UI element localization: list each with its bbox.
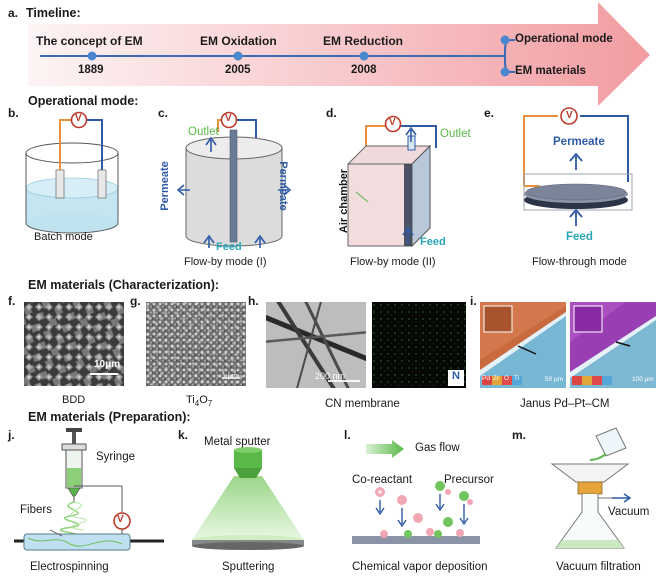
janus-element-zr: Zr [493, 375, 500, 382]
flowby1-meter-label: V [225, 113, 232, 124]
electrospinning-caption: Electrospinning [30, 561, 109, 573]
janus-element-o: O [504, 375, 510, 382]
janus-scale-1: 50 μm [545, 376, 564, 383]
flowby2-outlet-label: Outlet [440, 128, 471, 140]
timeline-event-3-year: 2008 [351, 64, 377, 76]
cvd-co-reactant-label: Co-reactant [352, 474, 413, 486]
cvd-diagram [352, 440, 480, 544]
flowthrough-caption: Flow-through mode [532, 256, 627, 268]
janus-element-ti: Ti [514, 375, 520, 382]
janus-map-2 [570, 302, 656, 388]
timeline-event-3-label: EM Reduction [323, 34, 403, 48]
sputtering-source-label: Metal sputter [204, 436, 271, 448]
electrospinning-syringe-label: Syringe [96, 451, 135, 463]
panel-letter-f: f. [8, 294, 16, 308]
batch-mode-diagram [25, 111, 119, 234]
flowby1-feed-label: Feed [216, 241, 242, 253]
timeline-title: Timeline: [26, 6, 81, 20]
timeline-branch-materials: EM materials [515, 65, 586, 77]
bdd-sem-image [24, 302, 124, 386]
ti4o7-caption-ti: Ti [186, 394, 195, 406]
timeline-branch-operational: Operational mode [515, 33, 613, 45]
bdd-caption: BDD [62, 394, 86, 406]
panel-letter-a: a. [8, 6, 19, 20]
cn-element-label: N [452, 370, 460, 382]
cn-element-map [372, 302, 466, 388]
flowby1-caption: Flow-by mode (I) [184, 256, 267, 268]
filtration-diagram [550, 427, 632, 549]
flowby1-permeate-right: Permeate [276, 161, 289, 211]
panel-letter-g: g. [130, 294, 141, 308]
cvd-precursor-label: Precursor [444, 474, 494, 486]
panel-letter-h: h. [248, 294, 259, 308]
flowthrough-meter-label: V [566, 110, 573, 121]
janus-map-1 [480, 302, 566, 388]
flowby2-feed-label: Feed [420, 236, 446, 248]
ti4o7-caption-sub4: 4 [194, 399, 200, 409]
panel-letter-l: l. [344, 428, 351, 442]
flowby1-diagram [176, 111, 292, 248]
janus-element-pd: Pd [482, 375, 490, 382]
flowthrough-permeate-label: Permeate [553, 136, 605, 148]
batch-mode-caption: Batch mode [34, 231, 93, 243]
timeline-event-2-label: EM Oxidation [200, 34, 277, 48]
panel-letter-c: c. [158, 106, 169, 120]
flowby2-caption: Flow-by mode (II) [350, 256, 436, 268]
panel-letter-e: e. [484, 106, 495, 120]
timeline-arrow [28, 2, 650, 106]
ti4o7-scale-label: 1 μm [222, 373, 238, 380]
cvd-gas-flow-label: Gas flow [415, 442, 460, 454]
flowby1-outlet-label: Outlet [188, 126, 219, 138]
filtration-caption: Vacuum filtration [556, 561, 641, 573]
preparation-title: EM materials (Preparation): [28, 410, 191, 424]
sputtering-caption: Sputtering [222, 561, 275, 573]
panel-letter-b: b. [8, 106, 19, 120]
flowby2-air-chamber-label: Air chamber [338, 168, 351, 234]
operational-title: Operational mode: [28, 94, 139, 108]
electrospinning-diagram [14, 428, 164, 551]
characterization-title: EM materials (Characterization): [28, 278, 220, 292]
ti4o7-sem-image [146, 302, 246, 386]
panel-letter-j: j. [8, 428, 15, 442]
cn-caption: CN membrane [325, 398, 400, 410]
flowthrough-diagram [523, 107, 633, 226]
timeline-event-1-label: The concept of EM [36, 34, 143, 48]
ti4o7-caption-sub7: 7 [207, 399, 213, 409]
panel-letter-d: d. [326, 106, 337, 120]
ti4o7-caption: Ti4O7 [186, 394, 212, 408]
cvd-caption: Chemical vapor deposition [352, 561, 488, 573]
batch-meter-label: V [75, 113, 82, 124]
timeline-event-1-year: 1889 [78, 64, 104, 76]
electrospinning-fibers-label: Fibers [20, 504, 52, 516]
flowthrough-feed-label: Feed [566, 231, 593, 243]
flowby2-diagram [346, 115, 437, 248]
panel-letter-m: m. [512, 428, 527, 442]
filtration-vacuum-label: Vacuum [608, 506, 650, 518]
flowby2-meter-label: V [389, 117, 396, 128]
flowby1-permeate-left: Permeate [158, 161, 171, 211]
bdd-scale-label: 10μm [94, 359, 121, 370]
ti4o7-caption-o: O [199, 394, 208, 406]
panel-letter-i: i. [470, 294, 477, 308]
janus-caption: Janus Pd–Pt–CM [520, 398, 610, 410]
sputtering-diagram [192, 447, 304, 550]
timeline-event-2-year: 2005 [225, 64, 251, 76]
cn-scale-label: 200 nm [315, 371, 346, 381]
panel-letter-k: k. [178, 428, 189, 442]
janus-scale-2: 100 μm [632, 376, 654, 383]
electrospinning-meter-label: V [117, 514, 124, 525]
cn-tem-image [266, 302, 366, 388]
